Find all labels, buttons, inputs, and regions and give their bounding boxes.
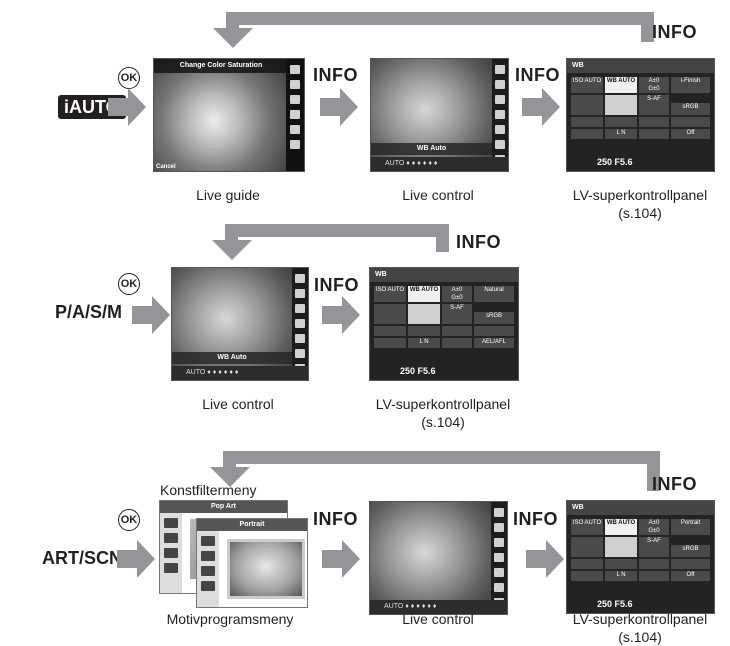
caption-live-control-2: Live control — [188, 395, 288, 413]
arrow-right-icon — [108, 88, 148, 126]
guide-cancel: Cancel — [156, 164, 176, 170]
info-label-loop-1: INFO — [652, 22, 697, 43]
arrow-right-icon — [322, 296, 362, 334]
ok-button-icon-1: OK — [118, 67, 140, 89]
live-control-screen-1: WB Auto AUTO ♦ ♦ ♦ ♦ ♦ ♦ — [370, 58, 509, 172]
ok-button-icon-2: OK — [118, 273, 140, 295]
wb-auto-label: WB Auto — [172, 352, 292, 364]
arrow-right-icon — [522, 88, 562, 126]
arrow-right-icon — [320, 88, 360, 126]
info-label-3b: INFO — [513, 509, 558, 530]
live-guide-screen: Change Color Saturation Cancel — [153, 58, 305, 172]
info-label-3a: INFO — [313, 509, 358, 530]
lv-panel-screen-3: WB ISO AUTO WB AUTO A±0 G±0 Portrait S-A… — [566, 500, 715, 614]
live-bar: AUTO ♦ ♦ ♦ ♦ ♦ ♦ — [172, 366, 308, 380]
caption-live-control-1: Live control — [388, 186, 488, 204]
arrow-right-icon — [322, 540, 362, 578]
arrow-right-icon — [132, 296, 172, 334]
lv-panel-screen-1: WB ISO AUTO WB AUTO A±0 G±0 i-Finish S-A… — [566, 58, 715, 172]
caption-lv-panel-2: LV-superkontrollpanel(s.104) — [363, 395, 523, 431]
info-label-loop-2: INFO — [456, 232, 501, 253]
caption-live-guide: Live guide — [178, 186, 278, 204]
loop-bar-right-2 — [436, 224, 449, 252]
caption-lv-panel-3: LV-superkontrollpanel(s.104) — [560, 610, 720, 646]
loop-arrowhead-1 — [213, 28, 253, 50]
loop-bar-top-3 — [225, 451, 660, 464]
info-label-2a: INFO — [314, 275, 359, 296]
loop-arrowhead-2 — [212, 240, 252, 262]
caption-art-filter-menu: Konstfiltermeny — [160, 481, 270, 499]
live-bar: AUTO ♦ ♦ ♦ ♦ ♦ ♦ — [371, 157, 508, 171]
live-control-screen-3: AUTO ♦ ♦ ♦ ♦ ♦ ♦ — [369, 501, 508, 615]
info-label-1b: INFO — [515, 65, 560, 86]
arrow-right-icon — [526, 540, 566, 578]
caption-lv-panel-1: LV-superkontrollpanel(s.104) — [560, 186, 720, 222]
live-control-screen-2: WB Auto AUTO ♦ ♦ ♦ ♦ ♦ ♦ — [171, 267, 309, 381]
ok-button-icon-3: OK — [118, 509, 140, 531]
loop-bar-top-2 — [227, 224, 448, 237]
caption-live-control-3: Live control — [388, 610, 488, 628]
wb-auto-label: WB Auto — [371, 143, 492, 155]
caption-scene-menu: Motivprogramsmeny — [150, 610, 310, 628]
info-label-1a: INFO — [313, 65, 358, 86]
info-label-loop-3: INFO — [652, 474, 697, 495]
arrow-right-icon — [117, 540, 157, 578]
guide-title: Change Color Saturation — [154, 59, 288, 73]
pasm-mode-label: P/A/S/M — [55, 302, 122, 323]
lv-panel-screen-2: WB ISO AUTO WB AUTO A±0 G±0 Natural S-AF… — [369, 267, 519, 381]
artscn-mode-label: ART/SCN — [42, 548, 122, 569]
loop-bar-top-1 — [228, 12, 654, 25]
scene-menu-screen: Portrait — [196, 518, 308, 608]
